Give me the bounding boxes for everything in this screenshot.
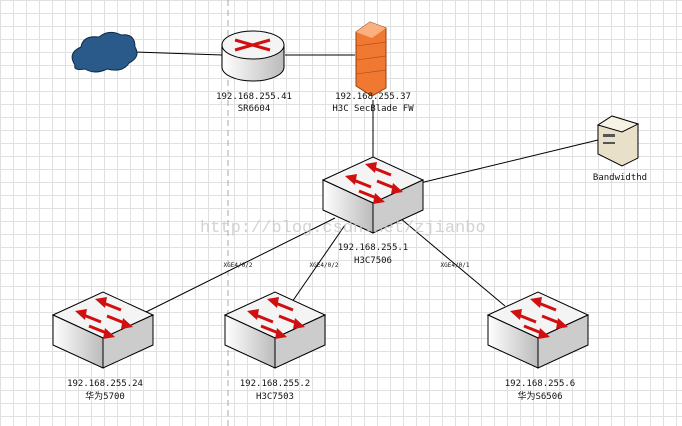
core-name: H3C7506 [354, 256, 392, 266]
router-name: SR6604 [238, 104, 271, 114]
switch-icon-sw1 [51, 290, 155, 370]
sw1-name: 华为5700 [85, 390, 125, 402]
server-icon [596, 115, 640, 167]
firewall-ip: 192.168.255.37 [335, 92, 411, 102]
firewall-icon [355, 21, 387, 97]
router-ip: 192.168.255.41 [216, 92, 292, 102]
sw3-name: 华为S6506 [517, 390, 562, 402]
port-label-1: XGE4/0/2 [224, 262, 253, 269]
switch-icon-sw2 [223, 290, 327, 370]
router-icon [221, 30, 285, 82]
cloud-icon [71, 31, 138, 73]
sw2-name: H3C7503 [256, 392, 294, 402]
links [134, 51, 599, 316]
sw2-ip: 192.168.255.2 [240, 379, 310, 389]
switch-icon-sw3 [486, 290, 590, 370]
firewall-name: H3C SecBlade FW [332, 104, 414, 114]
sw1-ip: 192.168.255.24 [67, 379, 143, 389]
core-ip: 192.168.255.1 [338, 243, 408, 253]
sw3-ip: 192.168.255.6 [505, 379, 575, 389]
port-label-2: XGE4/0/2 [310, 262, 339, 269]
watermark: http://blog.csdn.net/zjianbo [200, 219, 486, 238]
server-name: Bandwidthd [593, 173, 647, 183]
port-label-3: XGE4/0/1 [441, 262, 470, 269]
